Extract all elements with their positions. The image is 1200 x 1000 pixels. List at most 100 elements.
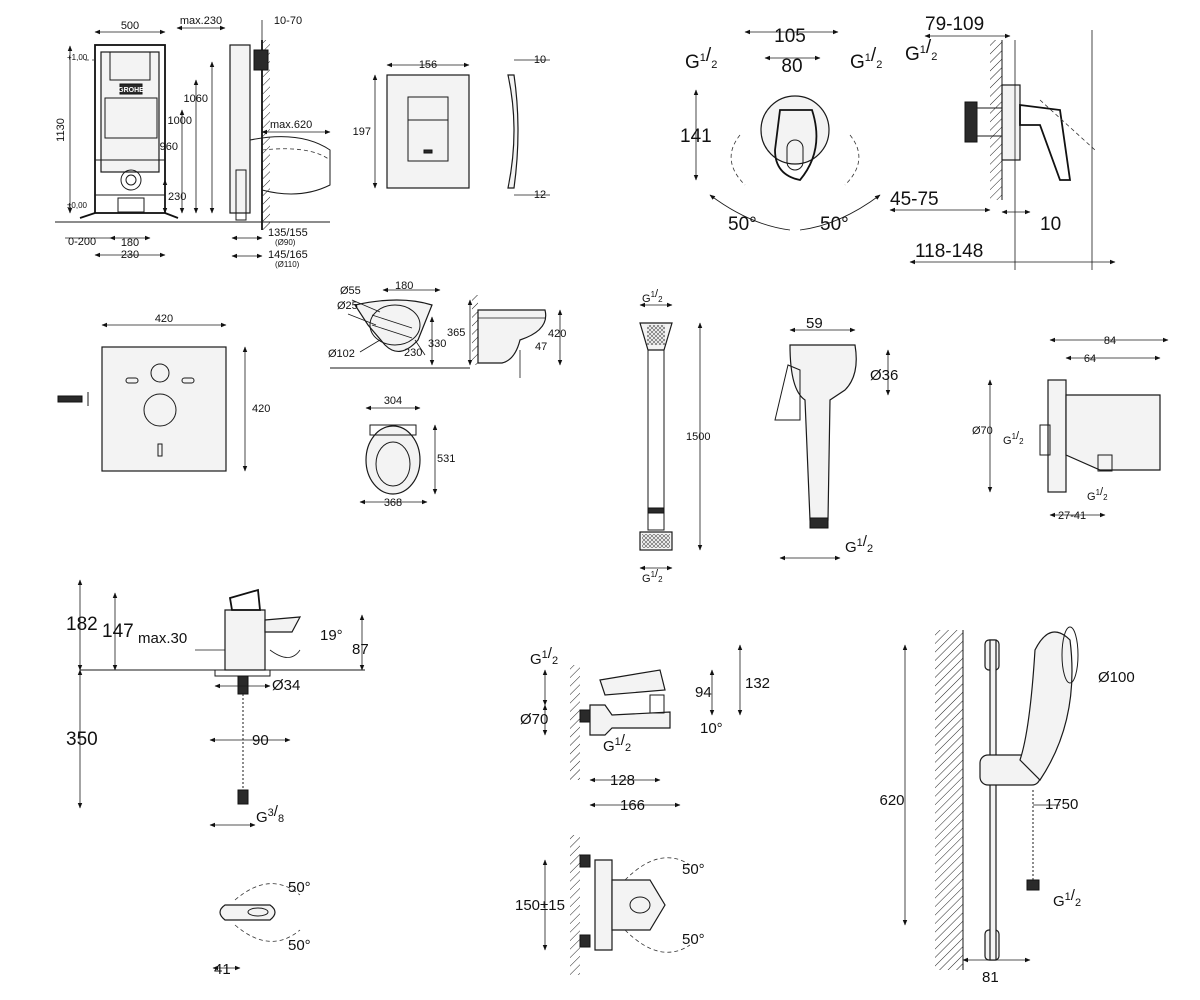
bath-166-label: 166: [620, 797, 645, 814]
rail-d100-label: Ø100: [1098, 669, 1135, 686]
bowl-d25-label: Ø25: [337, 300, 358, 312]
side-10-label: 10: [1040, 214, 1061, 235]
wall-gap-label: 10-70: [274, 15, 302, 27]
concealed-mixer-side-drawing: 79-109 G1/2 45-75 10 118-148: [889, 14, 1116, 270]
basin-d34-label: Ø34: [272, 677, 300, 694]
rail-thread-label: G1/2: [1053, 887, 1081, 910]
elbow-thread-bottom-label: G1/2: [1087, 486, 1108, 503]
grohe-logo-text: GROHE: [118, 87, 144, 94]
basin-87-label: 87: [352, 641, 369, 658]
bowl-230-label: 230: [404, 347, 422, 359]
wc-seat-drawing: 304 531 368: [359, 395, 455, 509]
seat-531-label: 531: [437, 453, 455, 465]
rail-81-label: 81: [982, 969, 999, 986]
pipe-offset-110-label: 145/165: [268, 249, 308, 261]
foot-spacing-label: 180: [121, 237, 139, 249]
floor-range-label: 0-200: [68, 236, 96, 248]
mixer-thread-left-label: G1/2: [685, 45, 717, 73]
installation-frame-drawing: GROHE 500 max.230 10-70 1130 +1,00 ±0,00…: [55, 15, 331, 269]
spray-d36-label: Ø36: [870, 367, 898, 384]
bath-mixer-side-drawing: G1/2 Ø70 94 132 G1/2 10° 128 166: [520, 644, 770, 814]
plate-width-label: 156: [419, 59, 437, 71]
bath-94-label: 94: [695, 684, 712, 701]
side-bowl-47-label: 47: [535, 341, 547, 353]
elbow-84-label: 84: [1104, 335, 1116, 347]
bowl-330-label: 330: [428, 338, 446, 350]
basin-90-label: 90: [252, 732, 269, 749]
basin-max30-label: max.30: [138, 630, 187, 647]
basin-mixer-drawing: 182 147 max.30 19° 87 Ø34 350 90 G3/8: [66, 579, 369, 828]
rail-620-label: 620: [879, 792, 904, 809]
height-960-label: 960: [160, 141, 178, 153]
plate-height-label: 197: [353, 126, 371, 138]
bath-128-label: 128: [610, 772, 635, 789]
hose-top-thread-label: G1/2: [642, 288, 663, 305]
mixer-141-label: 141: [680, 126, 712, 147]
shower-rail-drawing: 620 Ø100 1750 G1/2 81: [879, 626, 1135, 986]
bath-front-150-label: 150±15: [515, 897, 565, 914]
elbow-d70-label: Ø70: [972, 425, 993, 437]
seat-368-label: 368: [384, 497, 402, 509]
side-118148-label: 118-148: [915, 241, 983, 262]
seat-304-label: 304: [384, 395, 402, 407]
level-zero-label: ±0,00: [67, 201, 88, 210]
elbow-2741-label: 27-41: [1058, 510, 1086, 522]
mixer-105-label: 105: [774, 26, 806, 47]
hose-bottom-thread-label: G1/2: [642, 568, 663, 585]
bowl-d102-label: Ø102: [328, 348, 355, 360]
mixer-angle-right-label: 50°: [820, 214, 849, 235]
insulation-mat-drawing: 420 420: [57, 313, 270, 472]
side-4575-label: 45-75: [890, 189, 939, 210]
frame-depth-label: max.230: [180, 15, 222, 27]
pipe-diameter-90-label: (Ø90): [275, 238, 296, 247]
basin-top-angle-2-label: 50°: [288, 937, 311, 954]
mixer-angle-left-label: 50°: [728, 214, 757, 235]
side-thread-label: G1/2: [905, 37, 937, 65]
mixer-80-label: 80: [781, 56, 802, 77]
side-bowl-420-label: 420: [548, 328, 566, 340]
side-79109-label: 79-109: [925, 14, 984, 35]
hygienic-spray-drawing: 59 Ø36 G1/2: [774, 315, 898, 561]
bowl-d55-label: Ø55: [340, 285, 361, 297]
rail-hose-label: 1750: [1045, 796, 1078, 813]
drain-height-label: 230: [168, 191, 186, 203]
frame-height-label: 1130: [55, 118, 67, 142]
height-1000-label: 1000: [168, 115, 192, 127]
wc-bowl-drawing: 180 Ø55 Ø25 Ø102 230 330 365 420 47: [328, 280, 566, 378]
basin-182-label: 182: [66, 614, 98, 635]
hose-length-label: 1500: [686, 431, 710, 443]
frame-width-label: 500: [121, 20, 139, 32]
bath-front-angle-2-label: 50°: [682, 931, 705, 948]
bath-thread-label: G1/2: [530, 645, 558, 668]
spray-59-label: 59: [806, 315, 823, 332]
basin-147-label: 147: [102, 621, 134, 642]
bath-angle-label: 10°: [700, 720, 723, 737]
plate-depth-label: 10: [534, 54, 546, 66]
bowl-365-label: 365: [447, 327, 465, 339]
bowl-180-label: 180: [395, 280, 413, 292]
wall-elbow-drawing: 84 64 Ø70 G1/2 G1/2 27-41: [972, 335, 1169, 522]
basin-thread-label: G3/8: [256, 803, 284, 826]
plate-depth-bottom-label: 12: [534, 189, 546, 201]
concealed-mixer-front-drawing: 105 80 G1/2 G1/2 141 50° 50°: [680, 26, 882, 235]
pipe-diameter-110-label: (Ø110): [275, 260, 300, 269]
bowl-projection-label: max.620: [270, 119, 312, 131]
mat-height-label: 420: [252, 403, 270, 415]
pipe-offset-90-label: 135/155: [268, 227, 308, 239]
basin-top-angle-1-label: 50°: [288, 879, 311, 896]
base-width-label: 230: [121, 249, 139, 261]
elbow-64-label: 64: [1084, 353, 1096, 365]
spray-thread-label: G1/2: [845, 533, 873, 556]
bath-d70-label: Ø70: [520, 711, 548, 728]
mat-width-label: 420: [155, 313, 173, 325]
level-plus-label: +1,00: [67, 53, 88, 62]
basin-top-41-label: 41: [214, 961, 231, 978]
bath-thread-2-label: G1/2: [603, 732, 631, 755]
bath-mixer-front-drawing: 150±15 50° 50°: [515, 835, 705, 975]
basin-mixer-top-drawing: 50° 50° 41: [212, 879, 311, 978]
bath-132-label: 132: [745, 675, 770, 692]
flush-plate-drawing: 156 197 10 12: [353, 54, 550, 201]
basin-350-label: 350: [66, 729, 98, 750]
hose-drawing: G1/2 1500 G1/2: [639, 288, 710, 585]
basin-angle-label: 19°: [320, 627, 343, 644]
